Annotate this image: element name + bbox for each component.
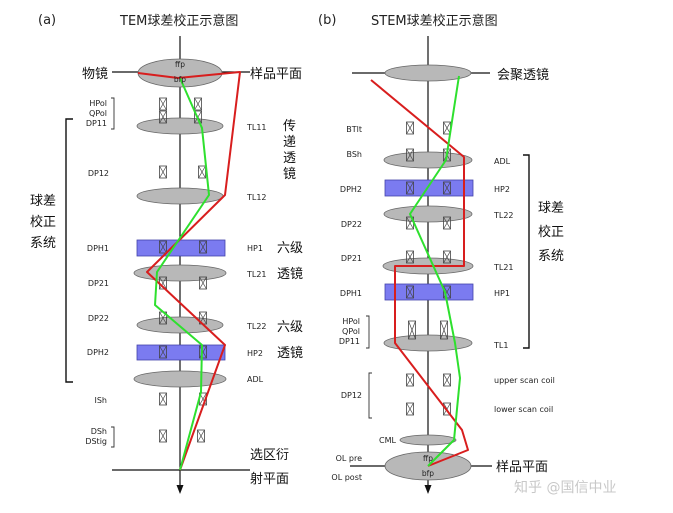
sample-plane-label-a: 样品平面 — [250, 67, 302, 82]
small-bracket-dp12-b — [368, 372, 372, 419]
bfp-text-b: bfp — [422, 469, 434, 478]
cml-label-b: CML — [379, 436, 396, 445]
hp1-label-b: HP1 — [494, 289, 510, 298]
panel-a-title: TEM球差校正示意图 — [119, 13, 238, 29]
dph1-label-b: DPH1 — [340, 289, 362, 298]
bracket-label-b-1: 球差 — [538, 201, 564, 216]
sixfold-label-2: 六级 — [277, 320, 303, 335]
red-ray-a — [137, 71, 241, 471]
hexapole-hp2-a — [136, 344, 226, 361]
lower-scan-coil-label: lower scan coil — [494, 405, 553, 414]
tl21-label-b: TL21 — [493, 263, 514, 272]
upper-scan-coil-label: upper scan coil — [494, 376, 555, 385]
bracket-label-a-2: 校正 — [30, 214, 56, 230]
transfer-lens-label-2: 递 — [283, 135, 296, 150]
transfer-lens-label-4: 镜 — [283, 167, 296, 182]
panel-a: (a) TEM球差校正示意图 — [30, 13, 303, 494]
corrector-bracket-b — [523, 154, 530, 349]
axis-arrow-a — [176, 485, 184, 494]
sad-plane-label-1: 选区衍 — [250, 448, 289, 463]
lens-adl-b — [383, 151, 473, 169]
ol-post-label-b: OL post — [331, 473, 362, 482]
dsh-label-a: DSh — [91, 427, 107, 436]
lens-label-2: 透镜 — [277, 346, 303, 361]
qpol-label-a: QPol — [89, 109, 107, 118]
green-ray-a — [154, 77, 210, 471]
transfer-lens-label-3: 透 — [283, 151, 296, 166]
bsh-label-b: BSh — [347, 150, 363, 159]
lens-adl-a — [133, 370, 227, 388]
lens-tl12 — [136, 187, 224, 205]
bracket-label-b-2: 校正 — [538, 224, 564, 240]
hexapole-hp1-a — [136, 239, 226, 257]
adl-label-a: ADL — [247, 375, 264, 384]
dph1-label-a: DPH1 — [87, 244, 109, 253]
corrector-bracket-a — [65, 118, 73, 383]
dstig-label-a: DStig — [85, 437, 107, 446]
tl1-label-b: TL1 — [493, 341, 508, 350]
btlt-label-b: BTlt — [346, 125, 362, 134]
bracket-label-a-3: 系统 — [30, 236, 56, 251]
watermark: 知乎 @国信中业 — [514, 479, 616, 496]
objective-label-a: 物镜 — [82, 67, 108, 82]
condenser-label-b: 会聚透镜 — [497, 68, 549, 83]
dp12-label-b: DP12 — [341, 391, 362, 400]
lens-tl11 — [136, 117, 224, 135]
tl21-label-a: TL21 — [246, 270, 267, 279]
axis-arrow-b — [424, 485, 432, 494]
small-bracket-dsh-a — [111, 426, 115, 448]
dph2-label-b: DPH2 — [340, 185, 362, 194]
small-bracket-hpol-b — [366, 315, 370, 349]
bfp-text-a: bfp — [174, 75, 186, 84]
tl11-label: TL11 — [246, 123, 267, 132]
hp1-label-a: HP1 — [247, 244, 263, 253]
ish-label-a: ISh — [94, 396, 107, 405]
lens-cml-b — [399, 434, 457, 446]
bracket-label-b-3: 系统 — [538, 249, 564, 264]
dp11-label-a: DP11 — [86, 119, 107, 128]
bracket-label-a-1: 球差 — [30, 194, 56, 209]
transfer-lens-label-1: 传 — [283, 119, 296, 134]
dp21-label-a: DP21 — [88, 279, 109, 288]
sad-plane-label-2: 射平面 — [250, 471, 289, 487]
dp12-label-a: DP12 — [88, 169, 109, 178]
ffp-text-a: ffp — [175, 60, 185, 69]
hpol-label-a: HPol — [89, 99, 107, 108]
hexapole-hp1-b — [384, 283, 474, 301]
lens-tl22-b — [383, 205, 473, 223]
dp22-label-b: DP22 — [341, 220, 362, 229]
ffp-text-b: ffp — [423, 454, 433, 463]
dp21-label-b: DP21 — [341, 254, 362, 263]
hpol-label-b: HPol — [342, 317, 360, 326]
panel-b-title: STEM球差校正示意图 — [371, 13, 498, 29]
condenser-lens-b — [384, 64, 472, 82]
panel-b-label: (b) — [318, 13, 336, 28]
panel-b: (b) STEM球差校正示意图 — [318, 13, 564, 494]
lens-tl1-b — [383, 334, 473, 352]
tl22-label-b: TL22 — [493, 211, 514, 220]
dph2-label-a: DPH2 — [87, 348, 109, 357]
dp11-label-b: DP11 — [339, 337, 360, 346]
panel-a-label: (a) — [38, 13, 56, 28]
hexapole-hp2-b — [384, 179, 474, 197]
tl22-label-a: TL22 — [246, 322, 267, 331]
lens-label-1: 透镜 — [277, 267, 303, 282]
sixfold-label-1: 六级 — [277, 241, 303, 256]
green-ray-b — [409, 75, 461, 467]
hp2-label-b: HP2 — [494, 185, 510, 194]
qpol-label-b: QPol — [342, 327, 360, 336]
adl-label-b: ADL — [494, 157, 511, 166]
sample-plane-label-b: 样品平面 — [496, 460, 548, 475]
ol-pre-label-b: OL pre — [336, 454, 362, 463]
dp22-label-a: DP22 — [88, 314, 109, 323]
tl12-label: TL12 — [246, 193, 267, 202]
small-bracket-hpol-a — [111, 97, 115, 130]
red-ray-b — [370, 79, 469, 467]
hp2-label-a: HP2 — [247, 349, 263, 358]
